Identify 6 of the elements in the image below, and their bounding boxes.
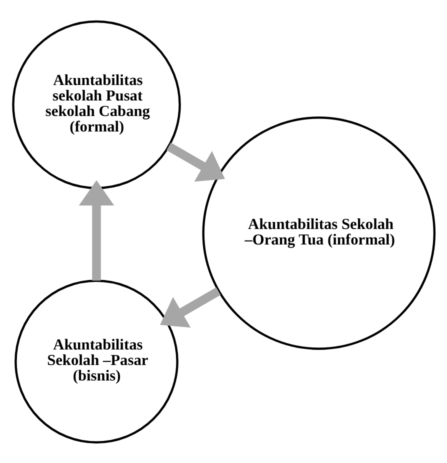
node-circle: Akuntabilitas sekolah Pusat sekolah Cabang (formal)	[12, 20, 180, 189]
arrow	[166, 142, 224, 182]
node-circle: Akuntabilitas Sekolah –Orang Tua (informal)	[202, 116, 436, 350]
node-circle: Akuntabilitas Sekolah –Pasar (bisnis)	[14, 279, 178, 443]
arrow	[78, 180, 114, 280]
arrow	[160, 286, 220, 328]
